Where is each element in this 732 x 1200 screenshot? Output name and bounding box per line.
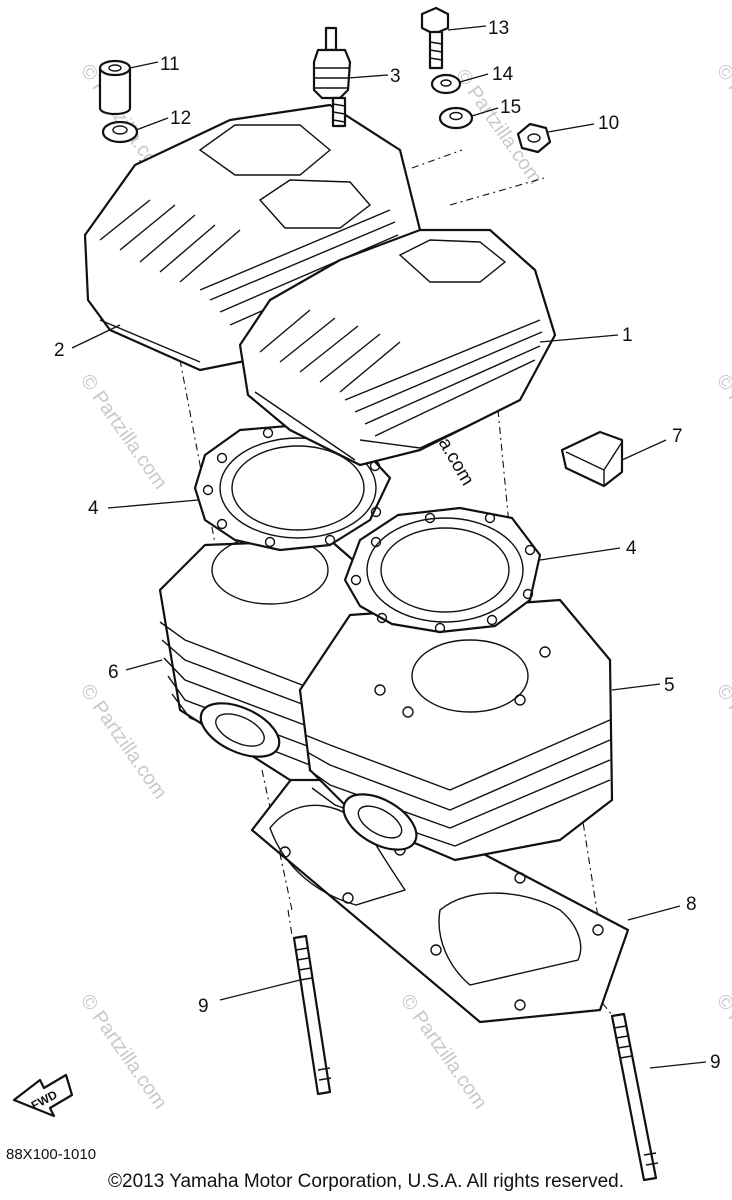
spacer-block (560, 430, 624, 488)
callout-11: 11 (160, 54, 180, 75)
callout-15: 15 (500, 97, 521, 118)
callout-1: 1 (622, 325, 633, 346)
callout-5: 5 (664, 675, 675, 696)
fwd-arrow: FWD (12, 1073, 74, 1118)
stud-left (292, 934, 332, 1096)
copyright-notice: ©2013 Yamaha Motor Corporation, U.S.A. A… (108, 1171, 624, 1192)
head-gasket-right (343, 506, 542, 634)
watermark: © Partzilla.com (76, 990, 171, 1113)
bolt-washers-nut (420, 6, 552, 154)
watermark: © Partzilla.com (76, 370, 171, 493)
callout-8: 8 (686, 894, 697, 915)
part-number: 88X100-1010 (6, 1146, 97, 1163)
callout-4-left: 4 (88, 498, 99, 519)
callout-14: 14 (492, 64, 514, 85)
watermark: © Partzilla.com (712, 60, 732, 183)
callout-12: 12 (170, 108, 191, 129)
collar-and-washer (98, 59, 139, 144)
watermark: © Partzilla.com (712, 680, 732, 803)
cylinder-right (298, 598, 614, 862)
stud-right (610, 1012, 659, 1182)
cylinder-head-right (238, 228, 557, 467)
callout-2: 2 (54, 340, 65, 361)
callout-10: 10 (598, 113, 619, 134)
callout-9-left-shown: 9 (198, 996, 209, 1017)
callout-4-right: 4 (626, 538, 637, 559)
callout-labels: 11 12 3 13 14 15 10 2 1 4 7 4 6 5 8 9 9 … (54, 18, 721, 1073)
callout-9-right-shown: 9 (710, 1052, 721, 1073)
callout-13: 13 (488, 18, 509, 39)
callout-6: 6 (108, 662, 119, 683)
leader-lines (71, 25, 707, 1069)
spark-plug (312, 26, 352, 128)
callout-7: 7 (672, 426, 683, 447)
watermark: © Partzilla.com (76, 680, 171, 803)
watermark: © Partzilla.com (712, 370, 732, 493)
callout-3: 3 (390, 66, 401, 87)
